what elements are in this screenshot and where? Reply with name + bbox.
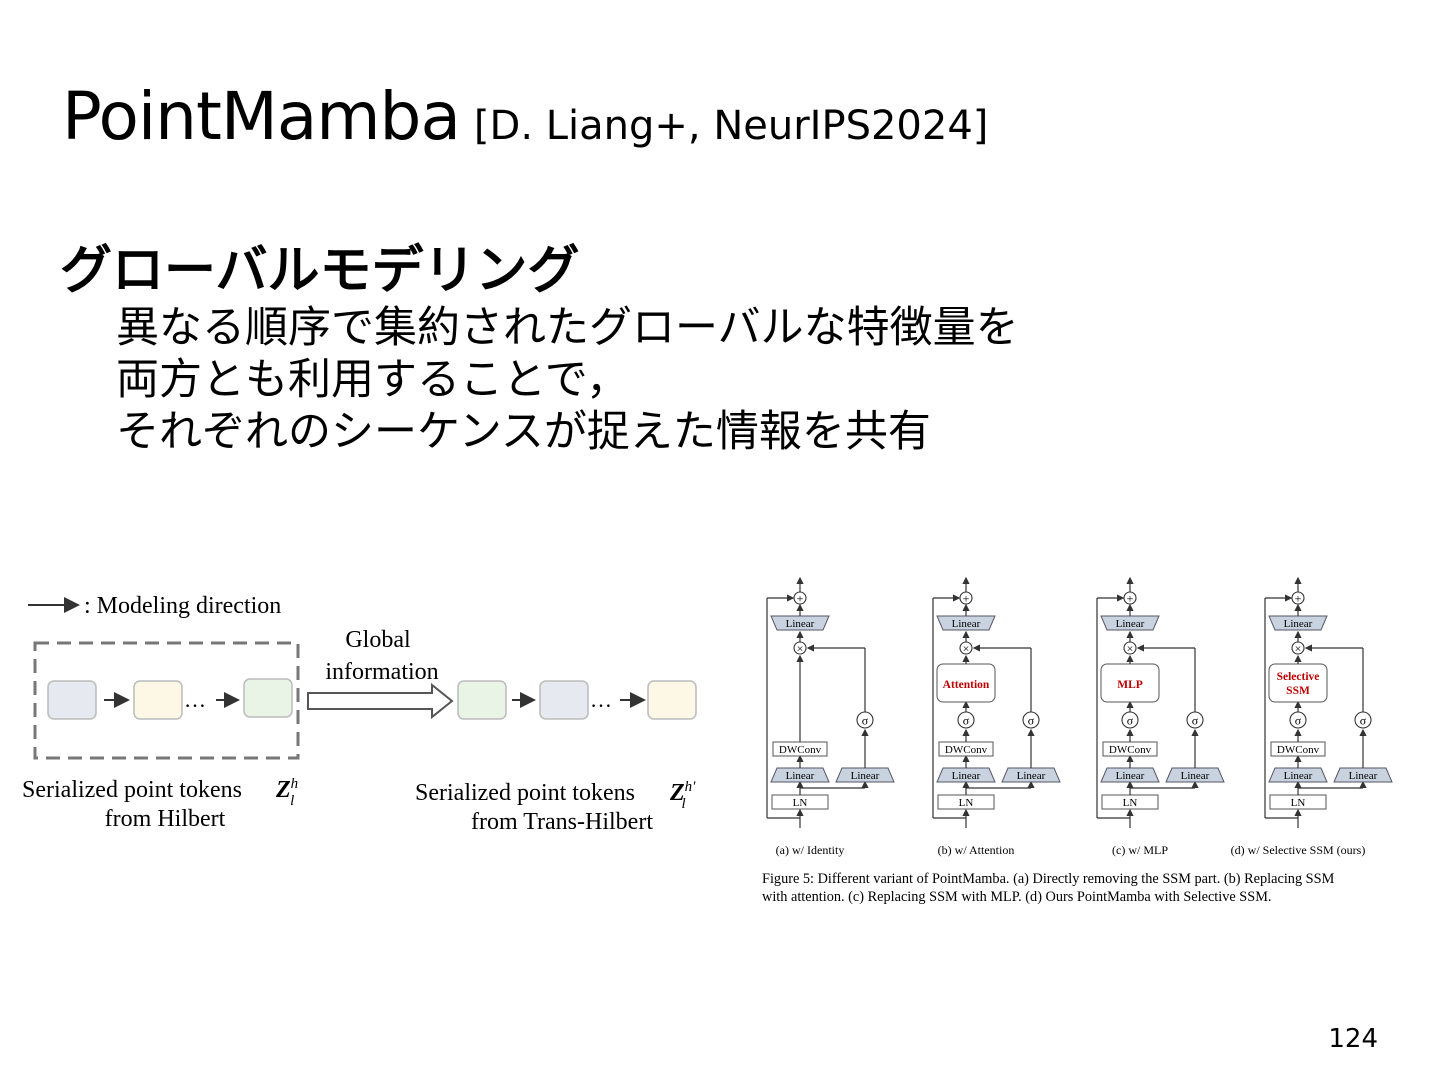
linear-block: [770, 767, 830, 783]
operator-label: Attention: [943, 679, 990, 691]
add-node-symbol: +: [963, 592, 970, 606]
linear-block: [1100, 767, 1160, 783]
token-symbol: Zh′l: [669, 779, 696, 812]
sigma-gate-symbol: σ: [1360, 714, 1367, 728]
hilbert-caption-line2: from Hilbert: [105, 806, 226, 832]
operator-label: MLP: [1117, 679, 1143, 691]
linear-block: [936, 615, 996, 631]
linear-block: [1001, 767, 1061, 783]
sigma-gate-symbol: σ: [1127, 714, 1134, 728]
linear-label: Linear: [1284, 770, 1313, 782]
variant-caption: (d) w/ Selective SSM (ours): [1231, 843, 1366, 857]
variant-caption: (c) w/ MLP: [1112, 843, 1168, 857]
hilbert-caption-line1: Serialized point tokens: [22, 777, 242, 803]
ln-block-label: LN: [793, 797, 808, 809]
trans-hilbert-caption-line2: from Trans-Hilbert: [471, 809, 653, 835]
multiply-node-symbol: ×: [797, 642, 804, 656]
multiply-node-symbol: ×: [1295, 642, 1302, 656]
token-trans-hilbert-3: [647, 680, 697, 720]
dwconv-block-label: DWConv: [1277, 744, 1320, 756]
linear-label: Linear: [1116, 770, 1145, 782]
sigma-gate-symbol: σ: [1192, 714, 1199, 728]
legend-label: : Modeling direction: [84, 593, 281, 619]
token-trans-hilbert-2: [539, 680, 589, 720]
add-node-symbol: +: [1127, 592, 1134, 606]
linear-block: [835, 767, 895, 783]
body-text: 異なる順序で集約されたグローバルな特徴量を 両方とも利用することで， それぞれの…: [116, 302, 1019, 458]
sigma-gate-symbol: σ: [1028, 714, 1035, 728]
linear-label: Linear: [1116, 618, 1145, 630]
operator-label: Selective: [1277, 671, 1320, 683]
linear-block: [936, 767, 996, 783]
linear-label: Linear: [1284, 618, 1313, 630]
token-trans-hilbert-1: [457, 680, 507, 720]
linear-block: [1165, 767, 1225, 783]
dwconv-block-label: DWConv: [1109, 744, 1152, 756]
linear-label: Linear: [952, 770, 981, 782]
variant-caption: (a) w/ Identity: [776, 843, 845, 857]
ln-block-label: LN: [1291, 797, 1306, 809]
linear-label: Linear: [851, 770, 880, 782]
linear-label: Linear: [1181, 770, 1210, 782]
title-main: PointMamba: [62, 78, 461, 155]
linear-label: Linear: [1017, 770, 1046, 782]
add-node-symbol: +: [797, 592, 804, 606]
multiply-node-symbol: ×: [963, 642, 970, 656]
add-node-symbol: +: [1295, 592, 1302, 606]
global-information-arrow-icon: [307, 682, 454, 720]
multiply-node-symbol: ×: [1127, 642, 1134, 656]
trans-hilbert-caption-line1: Serialized point tokens: [415, 780, 635, 806]
ln-block-label: LN: [1123, 797, 1138, 809]
global-label: Global: [345, 627, 411, 653]
dwconv-block-label: DWConv: [779, 744, 822, 756]
linear-block: [1333, 767, 1393, 783]
operator-label: SSM: [1286, 685, 1310, 697]
ln-block-label: LN: [959, 797, 974, 809]
body-line: 両方とも利用することで，: [116, 355, 629, 405]
linear-block: [1268, 615, 1328, 631]
figure-caption-line2: with attention. (c) Replacing SSM with M…: [762, 889, 1272, 905]
token-hilbert-2: [133, 680, 183, 720]
linear-label: Linear: [1349, 770, 1378, 782]
linear-block: [770, 615, 830, 631]
information-label: information: [325, 659, 438, 685]
ellipsis: …: [590, 687, 612, 712]
token-hilbert-1: [47, 680, 97, 720]
sigma-gate-symbol: σ: [1295, 714, 1302, 728]
linear-label: Linear: [786, 770, 815, 782]
hilbert-group-box: [33, 641, 300, 760]
serialization-figure: : Modeling direction … Global informatio…: [22, 593, 697, 835]
slide-title: PointMamba [D. Liang+, NeurIPS2024]: [62, 78, 988, 155]
sigma-gate-symbol: σ: [963, 714, 970, 728]
title-citation: [D. Liang+, NeurIPS2024]: [473, 103, 989, 149]
figure-caption-line1: Figure 5: Different variant of PointMamb…: [762, 871, 1335, 887]
sigma-gate-symbol: σ: [862, 714, 869, 728]
body-line: 異なる順序で集約されたグローバルな特徴量を: [116, 303, 1019, 353]
token-hilbert-3: [243, 678, 293, 718]
ellipsis: …: [184, 687, 206, 712]
linear-label: Linear: [786, 618, 815, 630]
page-number: 124: [1328, 1024, 1378, 1054]
body-line: それぞれのシーケンスが捉えた情報を共有: [116, 407, 931, 457]
linear-block: [1100, 615, 1160, 631]
linear-block: [1268, 767, 1328, 783]
linear-label: Linear: [952, 618, 981, 630]
variant-caption: (b) w/ Attention: [938, 843, 1015, 857]
dwconv-block-label: DWConv: [945, 744, 988, 756]
section-heading: グローバルモデリング: [60, 241, 580, 301]
